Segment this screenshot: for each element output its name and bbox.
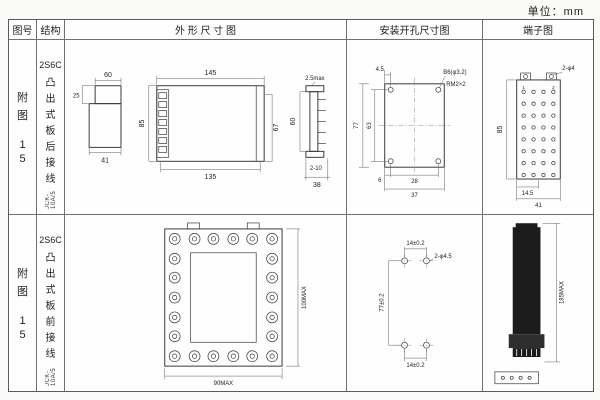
dim-front-right: 67 bbox=[273, 123, 280, 131]
outline-dimensions: 100MAX 90MAX bbox=[164, 228, 308, 387]
terminal-diagram-rear: 1 2 2-φ4 85 14.5 bbox=[497, 66, 576, 209]
dim-profile-top: 2.5max bbox=[305, 76, 325, 82]
side-view: 60 25 41 bbox=[73, 72, 122, 164]
front-view: 145 135 85 67 bbox=[139, 70, 280, 181]
dim-profile-bottom: 38 bbox=[313, 182, 321, 189]
row1-fig-no-cell: 附 图 1 5 bbox=[9, 40, 37, 215]
header-structure: 结构 bbox=[37, 20, 65, 40]
dim-top-pitch: 14±0.2 bbox=[406, 241, 424, 247]
dim-side-top: 60 bbox=[104, 72, 112, 79]
hole-spec-label: B6(φ3.2) bbox=[443, 70, 466, 76]
model-label: 2S6C bbox=[39, 60, 62, 70]
dim-side-bottom: 41 bbox=[101, 157, 109, 164]
row2-fig-no-cell: 附 图 1 5 bbox=[9, 215, 37, 391]
hole-spec-label: 2-φ4.5 bbox=[434, 254, 452, 260]
model-label: 2S6C bbox=[39, 235, 62, 245]
structure-char: 接 bbox=[45, 333, 56, 344]
fig-char: 图 bbox=[17, 286, 28, 298]
mounting-hole-drawing-rear: 4.5 B6(φ3.2) RM2×2 77 63 6 28 37 bbox=[354, 67, 467, 199]
structure-char: 凸 bbox=[45, 78, 56, 89]
dim-terminal-height: 85 bbox=[497, 125, 504, 133]
structure-char: 出 bbox=[45, 94, 56, 105]
pin-number-2: 2 bbox=[552, 85, 555, 90]
mounting-dimensions: 4.5 B6(φ3.2) RM2×2 77 63 6 28 37 bbox=[354, 67, 467, 199]
structure-char: 后 bbox=[45, 142, 56, 153]
front-face-view bbox=[164, 222, 283, 367]
structure-char: 板 bbox=[45, 301, 56, 312]
structure-char: 出 bbox=[45, 269, 56, 280]
structure-char: 板 bbox=[45, 126, 56, 137]
mounting-hole-drawing-front: 14±0.2 2-φ4.5 77±0.2 14±0.2 bbox=[380, 241, 453, 369]
pin-detail bbox=[494, 371, 539, 385]
dim-front-top: 145 bbox=[205, 70, 217, 77]
structure-char: 凸 bbox=[45, 253, 56, 264]
dim-bottom-pitch: 14±0.2 bbox=[406, 363, 424, 369]
dim-corner-offset: 4.5 bbox=[376, 67, 385, 73]
dim-front-bottom: 135 bbox=[205, 174, 217, 181]
terminal-diagram-front: 185MAX bbox=[494, 222, 565, 385]
header-outline-dims: 外 形 尺 寸 图 bbox=[65, 20, 347, 40]
row2-structure-cell: 2S6C 凸 出 式 板 前 接 线 JCK-10A/5 bbox=[37, 215, 65, 391]
row1-outline-cell: 60 25 41 145 135 bbox=[65, 40, 347, 215]
pin-number-1: 1 bbox=[522, 85, 525, 90]
dim-side-left: 25 bbox=[73, 94, 80, 100]
screw-spec-label: RM2×2 bbox=[446, 82, 465, 88]
fig-char: 附 bbox=[17, 92, 28, 104]
hole-pattern bbox=[397, 253, 434, 353]
fig-char: 图 bbox=[17, 110, 28, 122]
structure-char: 接 bbox=[45, 158, 56, 169]
dim-outer-width: 37 bbox=[411, 193, 418, 199]
type-code: JCK-10A/5 bbox=[44, 367, 57, 386]
terminal-dimensions: 2-φ4 85 14.5 41 bbox=[497, 66, 576, 209]
fig-char: 1 bbox=[19, 315, 26, 327]
fig-char: 5 bbox=[19, 329, 26, 341]
type-code: JCK-10A/5 bbox=[44, 190, 57, 209]
relay-side-silhouette bbox=[508, 223, 545, 357]
dim-profile-left: 60 bbox=[290, 118, 297, 126]
dim-profile-note: 2-10 bbox=[310, 166, 323, 172]
structure-char: 式 bbox=[45, 285, 56, 296]
row1-structure-cell: 2S6C 凸 出 式 板 后 接 线 JCK-10A/5 bbox=[37, 40, 65, 215]
dim-height-max: 100MAX bbox=[302, 286, 308, 309]
header-terminal-diagram: 端子图 bbox=[483, 20, 593, 40]
dim-terminal-pitch: 14.5 bbox=[522, 191, 534, 197]
terminal-dimensions: 185MAX bbox=[542, 222, 565, 363]
dim-bottom-offset: 6 bbox=[378, 178, 382, 184]
row1-terminal-cell: 1 2 2-φ4 85 14.5 bbox=[483, 40, 593, 215]
dim-inner-width: 28 bbox=[411, 179, 418, 185]
fig-char: 附 bbox=[17, 268, 28, 280]
dim-left-pitch: 77±0.2 bbox=[380, 293, 386, 311]
dimension-spec-table: 图号 结构 外 形 尺 寸 图 安装开孔尺寸图 端子图 附 图 1 5 2S6C… bbox=[8, 19, 594, 392]
dim-outer-height: 77 bbox=[354, 122, 360, 129]
structure-char: 前 bbox=[45, 317, 56, 328]
row1-mounting-cell: 4.5 B6(φ3.2) RM2×2 77 63 6 28 37 bbox=[347, 40, 483, 215]
dim-terminal-width: 41 bbox=[535, 203, 542, 209]
structure-char: 线 bbox=[45, 174, 56, 185]
cutout-outline bbox=[378, 77, 451, 174]
dim-front-left: 85 bbox=[139, 120, 146, 128]
header-fig-no: 图号 bbox=[9, 20, 37, 40]
fig-char: 5 bbox=[19, 153, 26, 165]
header-mounting-dims: 安装开孔尺寸图 bbox=[347, 20, 483, 40]
row2-terminal-cell: 185MAX bbox=[483, 215, 593, 391]
fig-char: 1 bbox=[19, 139, 26, 151]
dim-total-height-max: 185MAX bbox=[559, 281, 565, 304]
unit-label: 单位：mm bbox=[527, 6, 584, 18]
profile-view: 2.5max 60 2-10 38 bbox=[290, 76, 330, 189]
dim-width-max: 90MAX bbox=[214, 381, 234, 387]
dim-ear-hole-spec: 2-φ4 bbox=[562, 66, 575, 72]
dim-inner-height: 63 bbox=[367, 122, 373, 129]
outline-drawing-rear-wiring: 60 25 41 145 135 bbox=[73, 70, 330, 189]
outline-drawing-front-wiring: 100MAX 90MAX bbox=[164, 222, 308, 387]
structure-char: 式 bbox=[45, 110, 56, 121]
terminal-block: 1 2 bbox=[516, 72, 561, 180]
structure-char: 线 bbox=[45, 349, 56, 360]
row2-outline-cell: 100MAX 90MAX bbox=[65, 215, 347, 391]
row2-mounting-cell: 14±0.2 2-φ4.5 77±0.2 14±0.2 bbox=[347, 215, 483, 391]
mounting-dimensions: 14±0.2 2-φ4.5 77±0.2 14±0.2 bbox=[380, 241, 453, 369]
